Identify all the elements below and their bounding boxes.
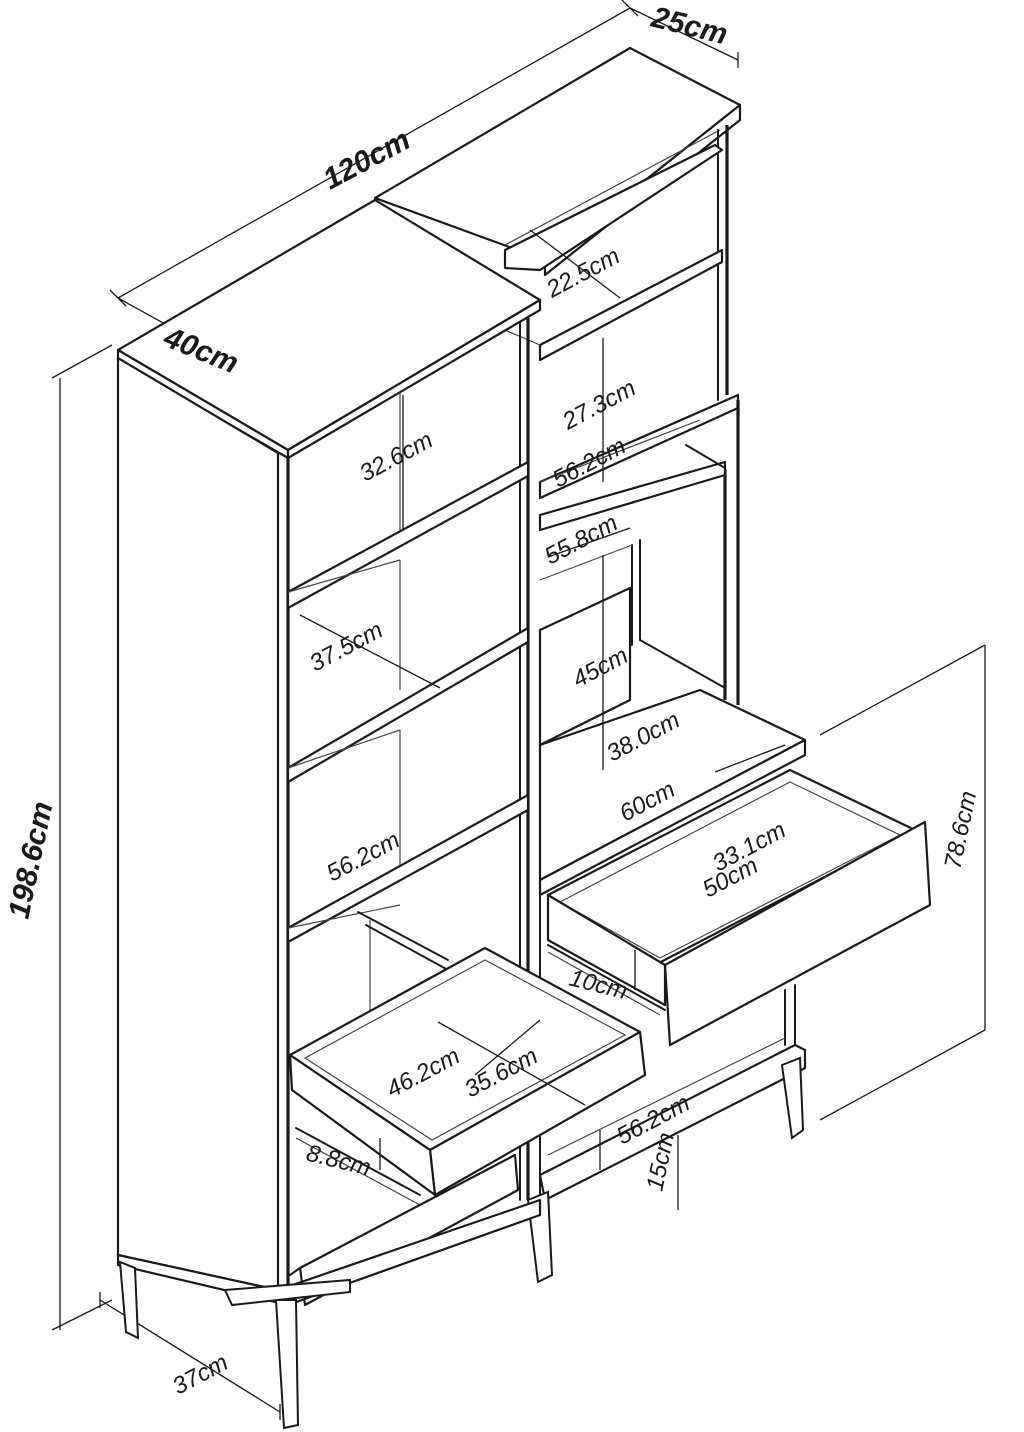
label-depth-base: 37cm xyxy=(168,1349,232,1400)
label-tall-shelf-2: 37.5cm xyxy=(305,617,387,678)
label-right-unit-height: 78.6cm xyxy=(939,789,982,872)
label-overall-height: 198.6cm xyxy=(3,799,60,922)
label-right-mid-shelf: 27.3cm xyxy=(557,375,640,436)
metal-frame xyxy=(538,400,740,705)
interior-dimension-arrows xyxy=(299,229,786,1210)
upper-hutch xyxy=(373,46,742,500)
label-tall-drawer-height: 8.8cm xyxy=(304,1140,374,1182)
tall-cabinet xyxy=(116,198,647,1430)
label-tall-shelf-1: 32.6cm xyxy=(355,427,437,488)
label-depth-top: 25cm xyxy=(647,1,730,52)
desk-unit xyxy=(526,586,932,1284)
